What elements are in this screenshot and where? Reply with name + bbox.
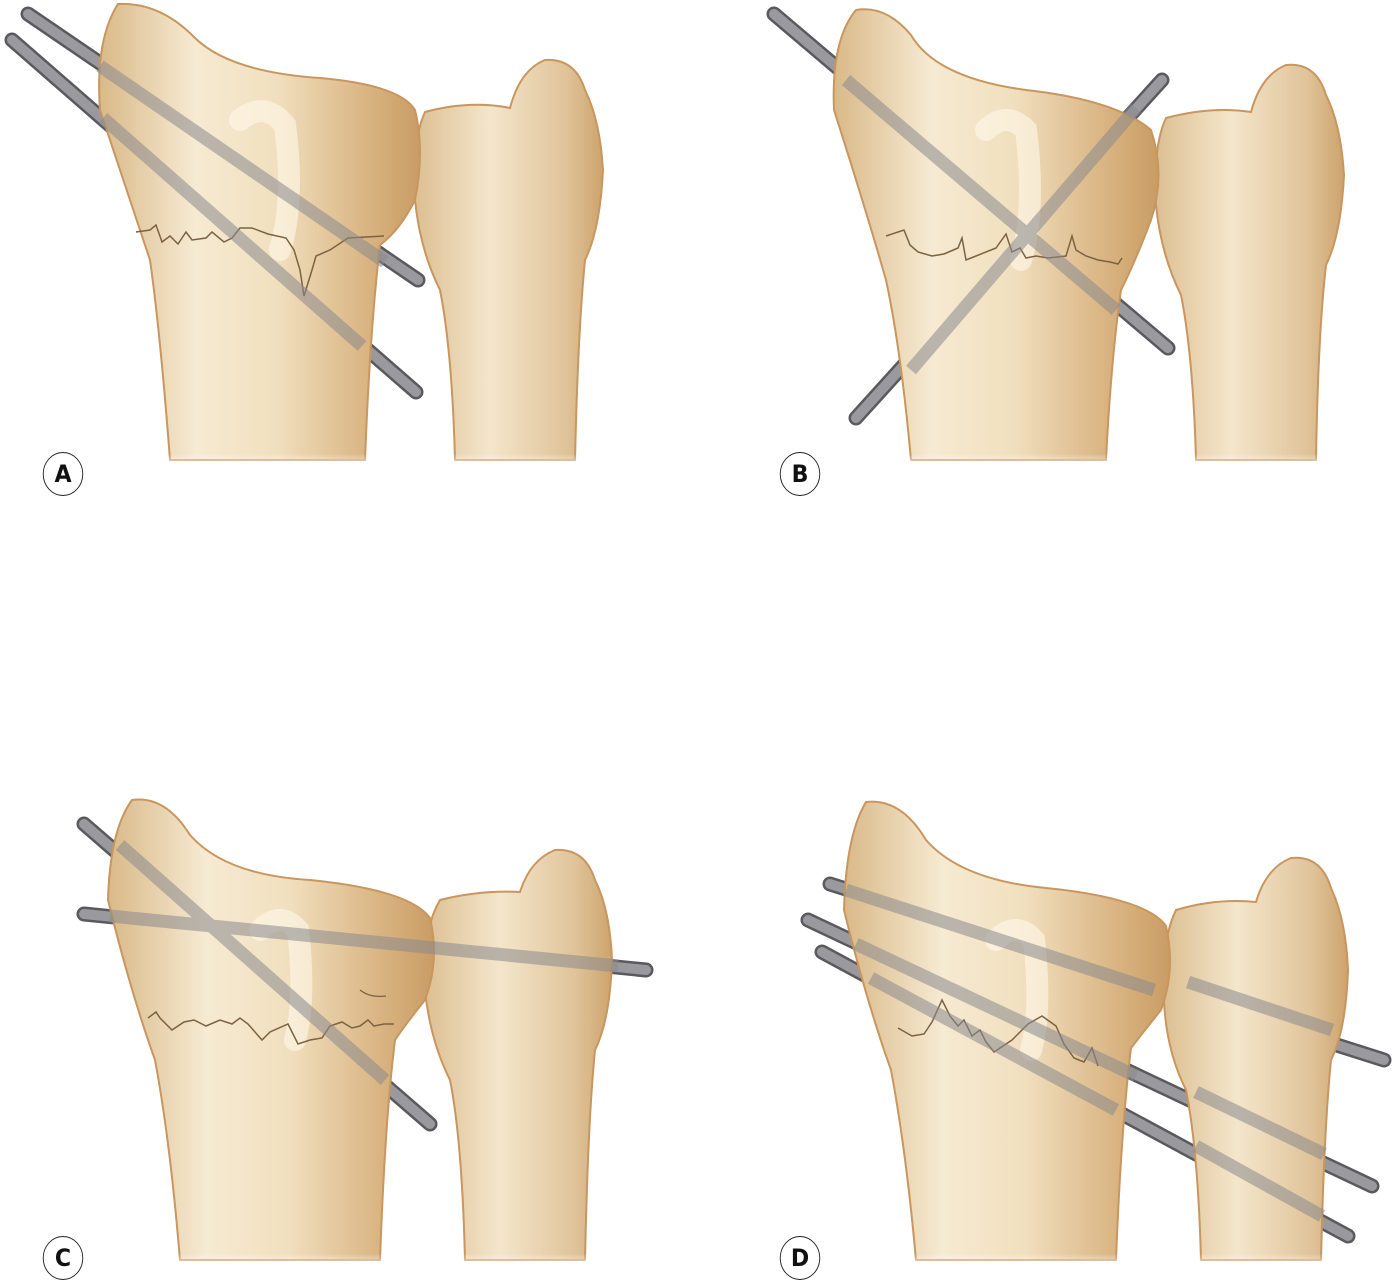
- panel-label-b: B: [779, 452, 821, 496]
- radius-ulna-illustration-b: [696, 6, 1392, 470]
- radius: [832, 8, 1160, 461]
- panel-label-a: A: [42, 452, 84, 496]
- panel-d: D: [696, 640, 1392, 1280]
- panel-label-d: D: [779, 1236, 821, 1280]
- panel-a: A: [0, 0, 696, 640]
- panel-b: B: [696, 0, 1392, 640]
- ulna: [413, 58, 605, 461]
- radius-ulna-illustration-c: [0, 798, 696, 1270]
- fracture-line: [147, 1010, 394, 1045]
- ulna: [1154, 63, 1346, 461]
- fracture-line: [885, 229, 1123, 265]
- radius-ulna-illustration-a: [0, 2, 696, 470]
- panel-c: C: [0, 640, 696, 1280]
- radius-ulna-illustration-d: [696, 800, 1392, 1270]
- panel-label-c: C: [42, 1236, 84, 1280]
